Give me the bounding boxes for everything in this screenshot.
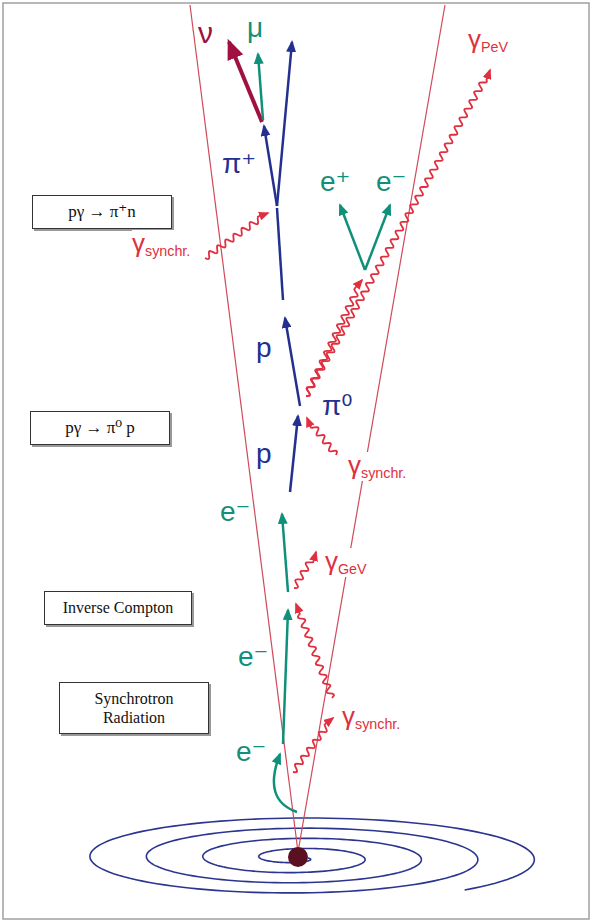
symbol: γ	[132, 228, 145, 258]
box-text: Synchrotron Radiation	[70, 689, 198, 727]
photon-label: γPeV	[468, 26, 508, 55]
electron-label: e⁻	[238, 643, 268, 671]
pion-label: π⁰	[322, 392, 353, 420]
jet-cone-line	[298, 5, 445, 852]
electron-arrow	[282, 514, 288, 592]
subscript: GeV	[338, 561, 367, 577]
photon-label: γsynchr.	[342, 703, 400, 732]
process-box: pγ → π⁺n	[32, 195, 172, 229]
subscript: synchr.	[361, 465, 406, 481]
neutrino-arrow	[229, 42, 262, 122]
subscript: synchr.	[145, 243, 190, 259]
frame	[3, 3, 589, 919]
positron-arrow	[340, 205, 365, 270]
proton-label: p	[256, 334, 272, 362]
photon-wave	[307, 418, 337, 455]
proton-label: p	[256, 440, 272, 468]
muon-label: μ	[247, 14, 263, 42]
symbol: γ	[342, 701, 355, 731]
symbol: γ	[325, 546, 338, 576]
symbol: γ	[468, 24, 481, 54]
box-text: pγ → π⁰ p	[41, 418, 159, 438]
proton-arrow	[290, 416, 298, 492]
proton-arrow	[285, 318, 300, 406]
pion-arrow	[264, 126, 277, 206]
photon-wave	[306, 70, 490, 396]
box-text: pγ → π⁺n	[43, 202, 161, 222]
pion-label: π⁺	[222, 150, 256, 178]
black-hole	[288, 847, 308, 867]
photon-wave	[293, 718, 333, 772]
process-box: Synchrotron Radiation	[59, 682, 209, 734]
electron-curve	[274, 754, 297, 812]
subscript: PeV	[481, 39, 508, 55]
photon-label: γsynchr.	[348, 452, 406, 481]
photon-label: γGeV	[325, 548, 367, 577]
photon-wave	[205, 213, 268, 259]
positron-label: e⁺	[320, 168, 350, 196]
proton-track	[277, 208, 283, 300]
photon-label: γsynchr.	[132, 230, 190, 259]
electron-arrow	[365, 205, 390, 270]
process-box: Inverse Compton	[44, 591, 192, 624]
neutron-arrow	[277, 42, 292, 206]
photon-wave	[294, 552, 316, 588]
subscript: synchr.	[355, 716, 400, 732]
process-box: pγ → π⁰ p	[30, 411, 170, 445]
accretion-spiral	[90, 818, 534, 893]
box-text: Inverse Compton	[55, 598, 181, 617]
symbol: γ	[348, 450, 361, 480]
electron-label: e⁻	[236, 738, 266, 766]
photon-wave	[306, 280, 362, 396]
electron-arrow	[283, 610, 288, 744]
electron-label: e⁻	[376, 168, 406, 196]
neutrino-label: ν	[198, 18, 213, 48]
photon-wave	[296, 604, 334, 698]
electron-label: e⁻	[220, 498, 250, 526]
muon-arrow	[258, 54, 263, 120]
